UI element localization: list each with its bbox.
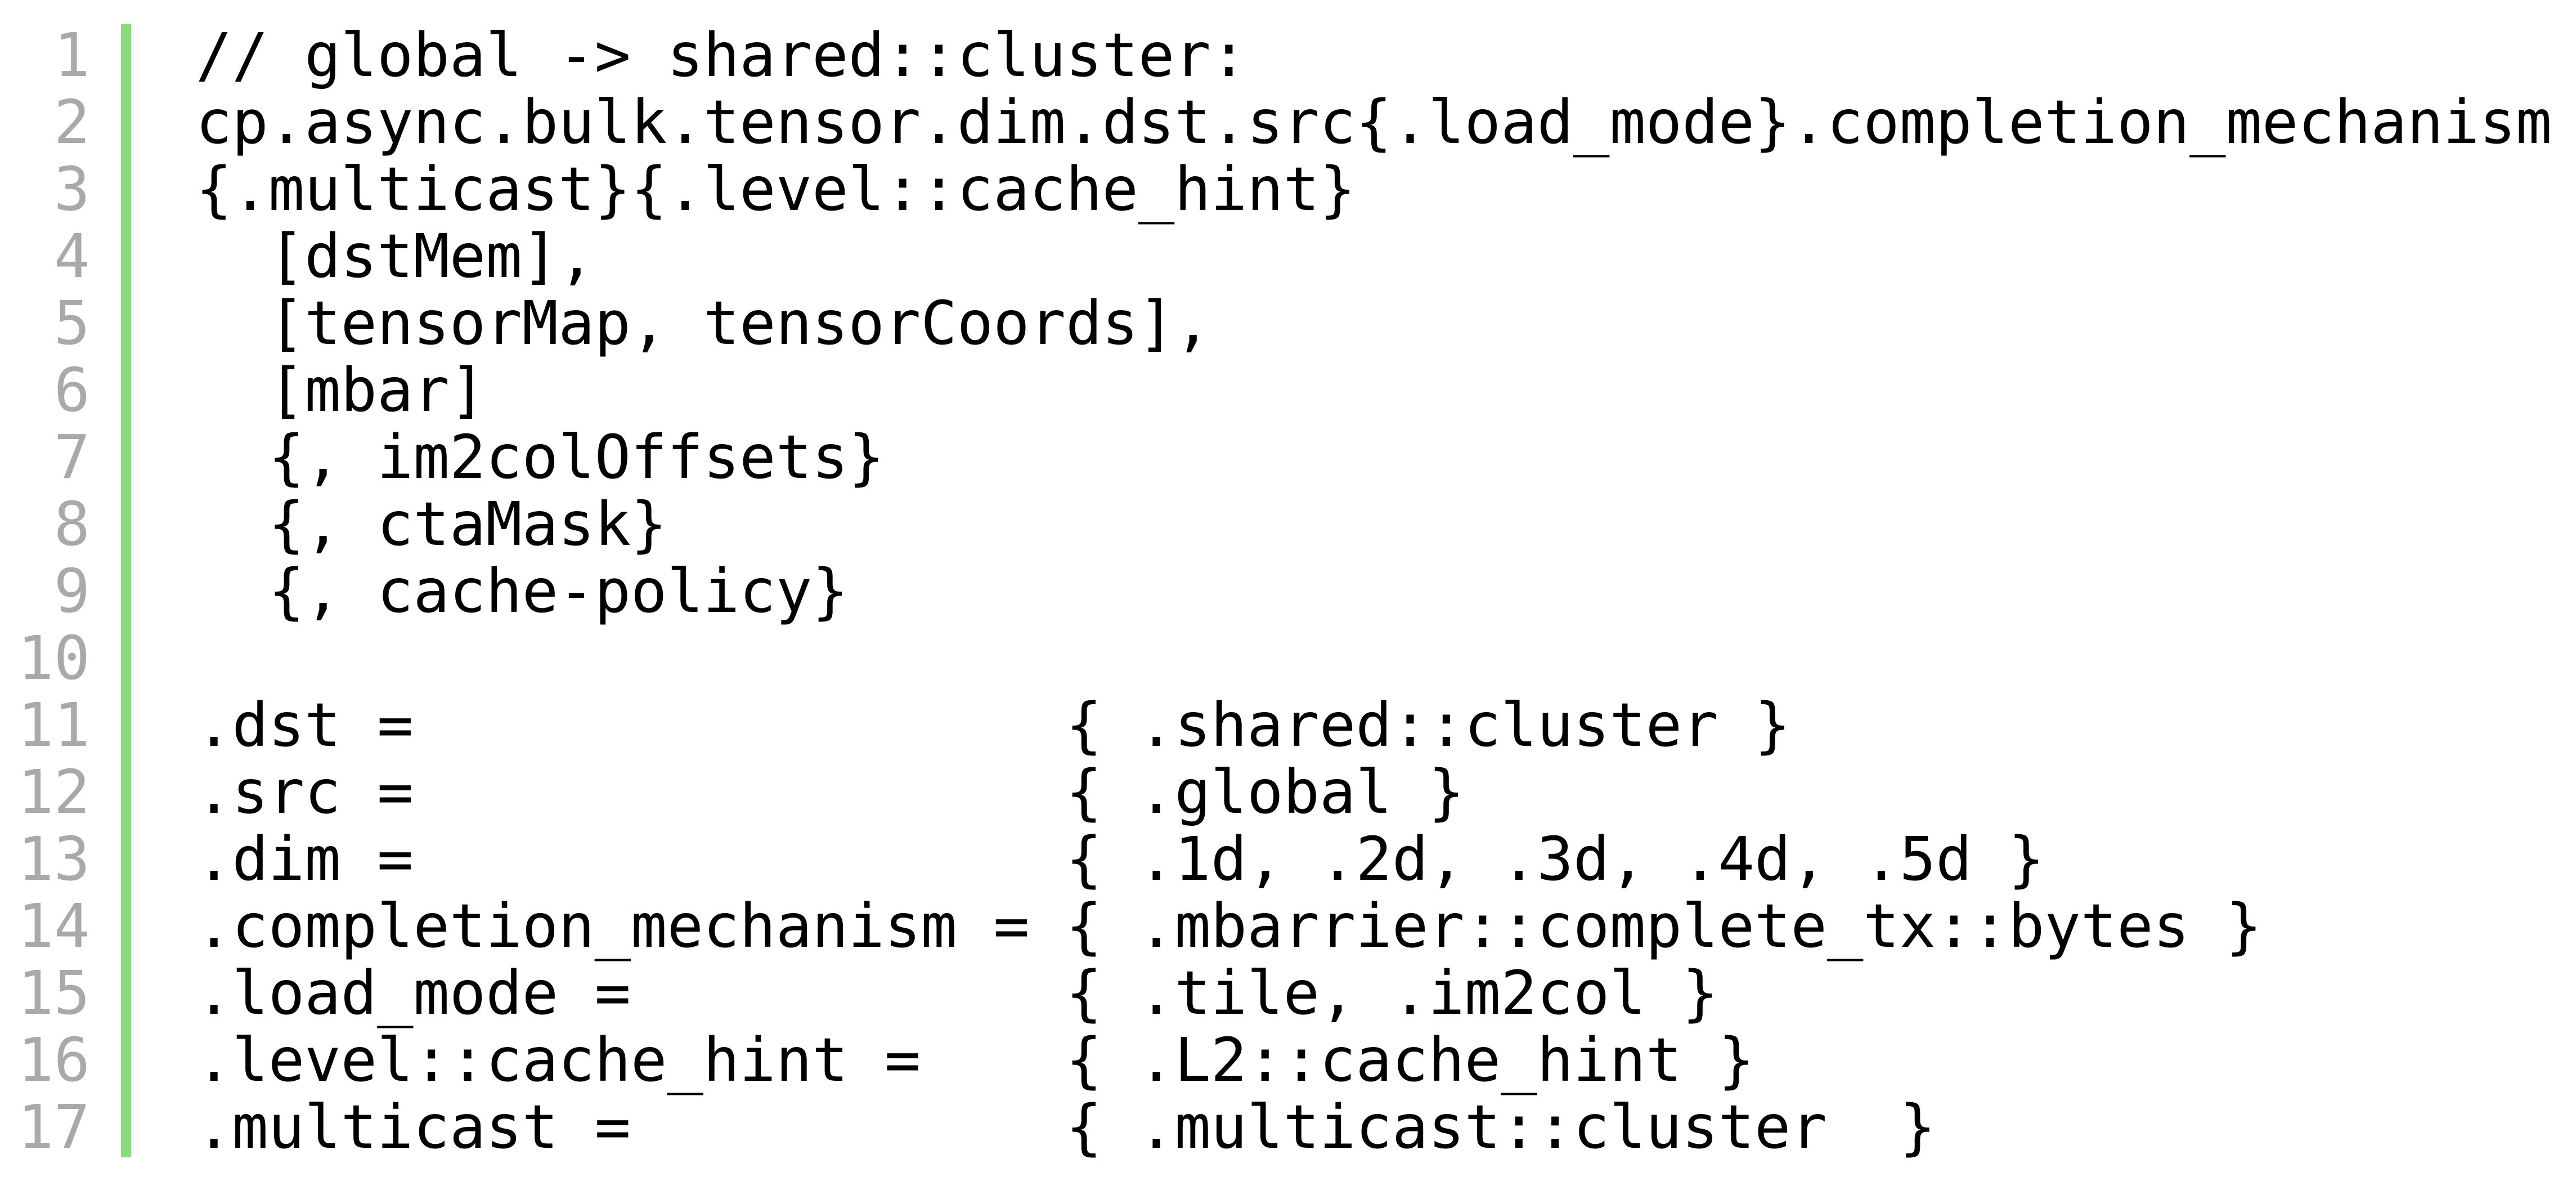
- line-number: 9: [53, 557, 90, 627]
- code-text: .dst = { .shared::cluster }: [196, 691, 1791, 761]
- code-text: .level::cache_hint = { .L2::cache_hint }: [196, 1026, 1755, 1095]
- code-line: 9 {, cache-policy}: [0, 558, 2552, 625]
- line-number: 13: [17, 825, 90, 894]
- code-line: 3 {.multicast}{.level::cache_hint}: [0, 156, 2552, 223]
- code-line: 4 [dstMem],: [0, 223, 2552, 290]
- code-text: .multicast = { .multicast::cluster }: [196, 1093, 1936, 1162]
- code-line: 17 .multicast = { .multicast::cluster }: [0, 1094, 2552, 1161]
- line-number: 16: [17, 1026, 90, 1095]
- code-text: {.multicast}{.level::cache_hint}: [196, 155, 1356, 225]
- line-number: 17: [17, 1093, 90, 1162]
- code-text: [mbar]: [196, 356, 486, 426]
- line-number: 14: [17, 892, 90, 961]
- code-line: 8 {, ctaMask}: [0, 491, 2552, 558]
- line-number: 8: [53, 490, 90, 560]
- code-line: 6 [mbar]: [0, 357, 2552, 424]
- code-line: 7 {, im2colOffsets}: [0, 424, 2552, 491]
- line-number: 10: [17, 624, 90, 694]
- code-line: 5 [tensorMap, tensorCoords],: [0, 290, 2552, 357]
- line-number: 12: [17, 758, 90, 827]
- code-line: 10: [0, 625, 2552, 692]
- code-line: 1 // global -> shared::cluster:: [0, 23, 2552, 90]
- code-line: 2 cp.async.bulk.tensor.dim.dst.src{.load…: [0, 90, 2552, 156]
- code-text: {, cache-policy}: [196, 557, 849, 627]
- code-line: 11 .dst = { .shared::cluster }: [0, 692, 2552, 759]
- code-text: // global -> shared::cluster:: [196, 21, 1247, 91]
- code-lines: 1 // global -> shared::cluster: 2 cp.asy…: [0, 23, 2552, 1161]
- code-text: [tensorMap, tensorCoords],: [196, 289, 1211, 359]
- line-number: 15: [17, 959, 90, 1028]
- line-number: 3: [53, 155, 90, 225]
- code-line: 15 .load_mode = { .tile, .im2col }: [0, 960, 2552, 1027]
- code-text: [dstMem],: [196, 222, 595, 292]
- code-line: 16 .level::cache_hint = { .L2::cache_hin…: [0, 1027, 2552, 1094]
- code-text: .dim = { .1d, .2d, .3d, .4d, .5d }: [196, 825, 2045, 894]
- line-number: 11: [17, 691, 90, 761]
- code-line: 13 .dim = { .1d, .2d, .3d, .4d, .5d }: [0, 826, 2552, 893]
- line-number: 4: [53, 222, 90, 292]
- code-line: 12 .src = { .global }: [0, 759, 2552, 826]
- code-text: .completion_mechanism = { .mbarrier::com…: [196, 892, 2262, 961]
- code-text: cp.async.bulk.tensor.dim.dst.src{.load_m…: [196, 88, 2552, 158]
- line-number: 7: [53, 423, 90, 493]
- line-number: 1: [53, 21, 90, 91]
- line-number: 6: [53, 356, 90, 426]
- emphasis-accent-bar: [121, 24, 131, 1157]
- line-number: 2: [53, 88, 90, 158]
- code-text: .load_mode = { .tile, .im2col }: [196, 959, 1718, 1028]
- code-text: {, im2colOffsets}: [196, 423, 885, 493]
- line-number: 5: [53, 289, 90, 359]
- code-text: .src = { .global }: [196, 758, 1465, 827]
- code-line: 14 .completion_mechanism = { .mbarrier::…: [0, 893, 2552, 960]
- code-text: {, ctaMask}: [196, 490, 667, 560]
